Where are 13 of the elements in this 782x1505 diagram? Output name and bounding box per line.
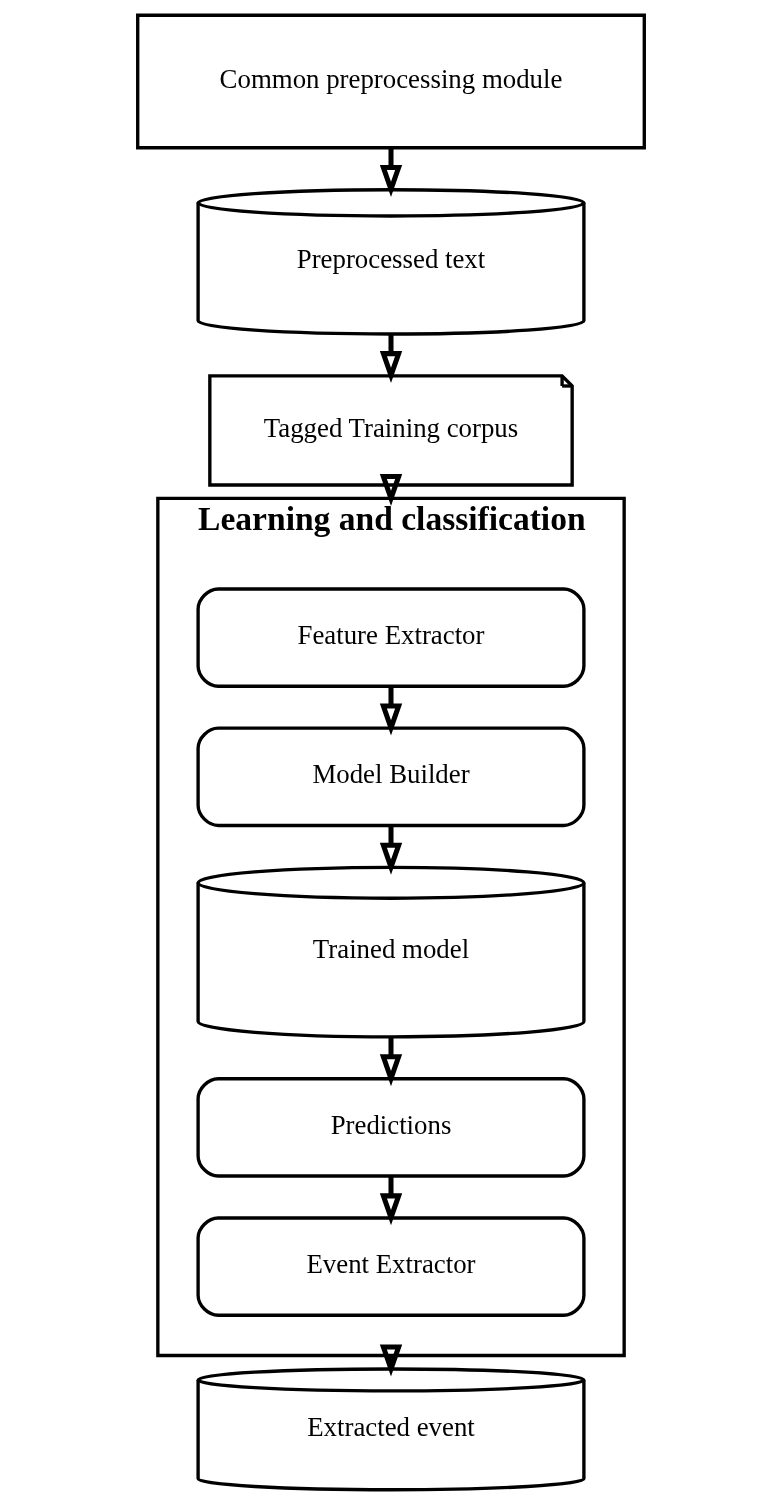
node-box: Common preprocessing module	[136, 13, 646, 150]
node-box: Event Extractor	[196, 1216, 586, 1317]
arrow	[379, 1037, 403, 1087]
arrow	[379, 686, 403, 736]
arrow	[379, 474, 403, 506]
node-box: Model Builder	[196, 726, 586, 828]
arrow	[379, 1344, 403, 1377]
arrow	[379, 148, 403, 197]
node-box: Predictions	[196, 1077, 586, 1178]
arrow	[379, 334, 403, 384]
arrow	[379, 825, 403, 875]
arrow	[379, 1176, 403, 1226]
node-box: Feature Extractor	[196, 587, 586, 688]
